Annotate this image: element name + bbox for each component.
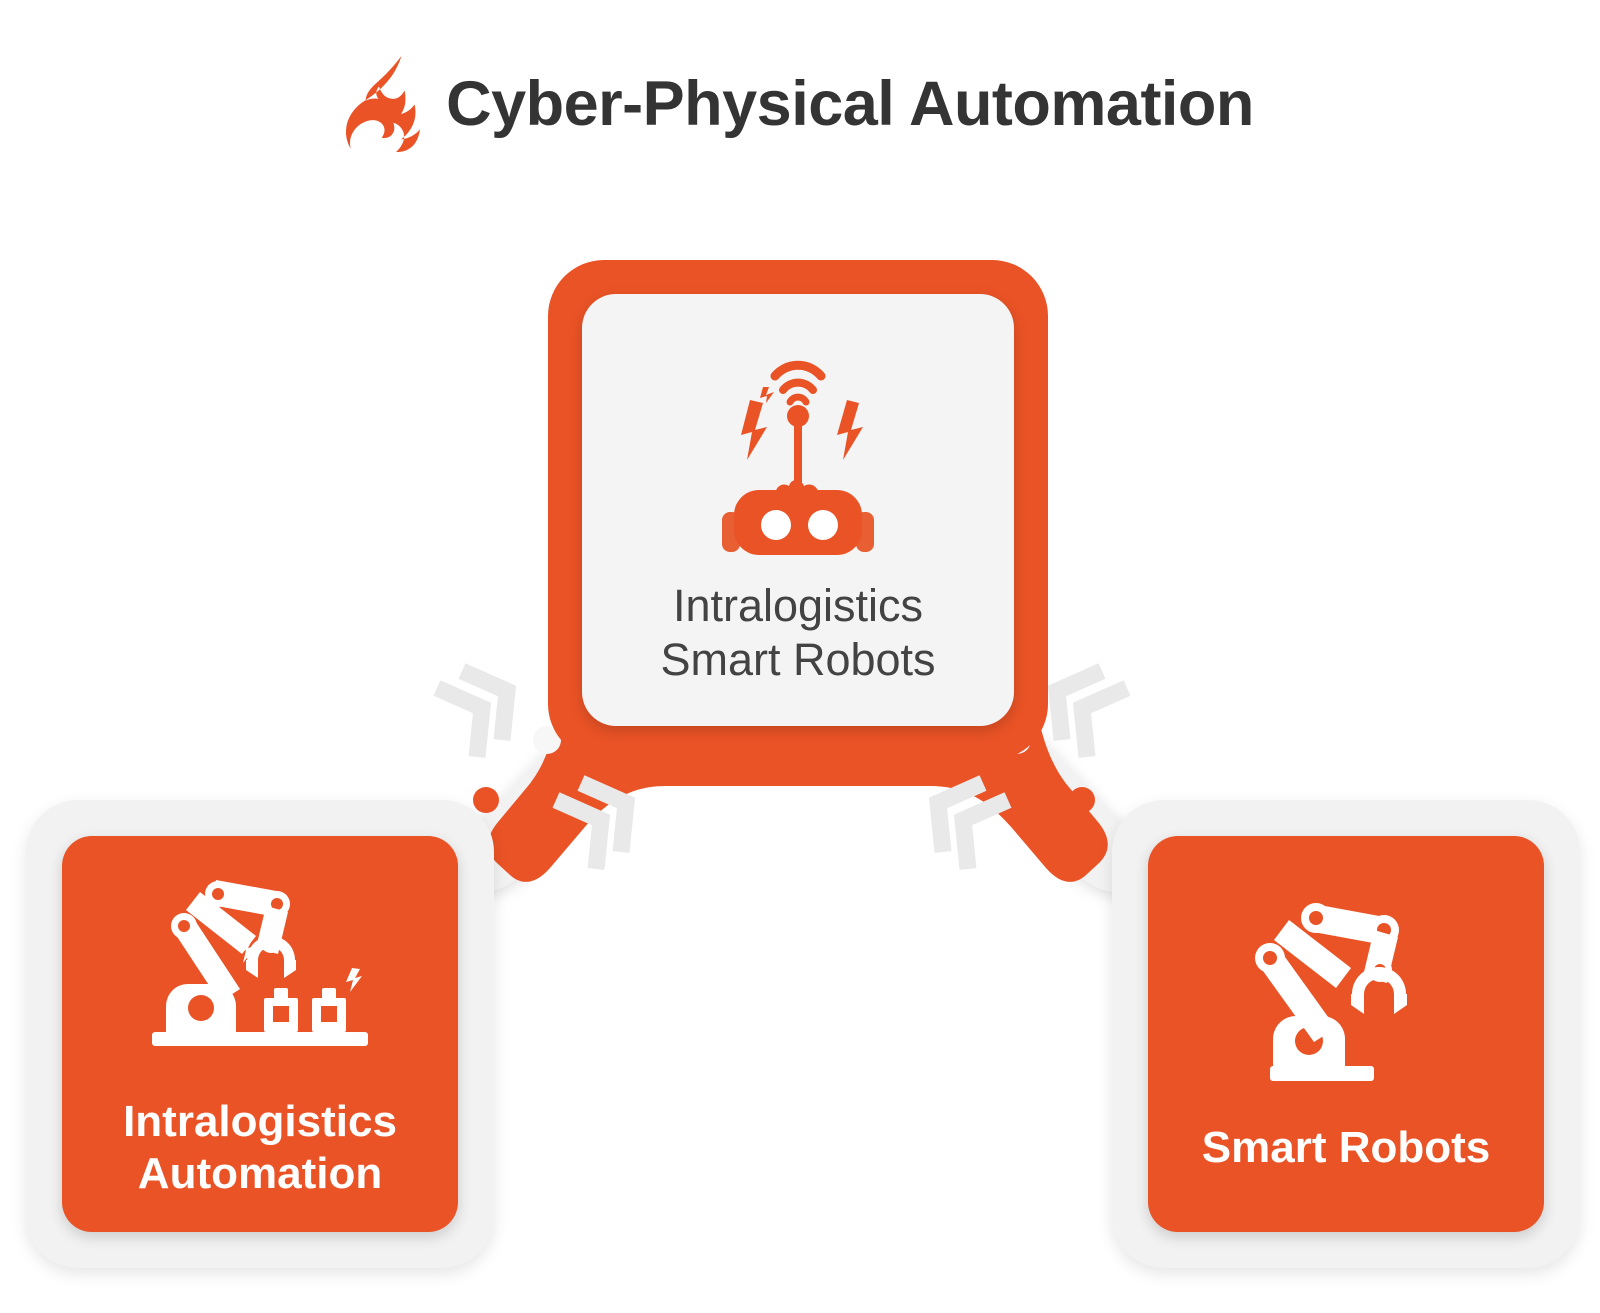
page-header: Cyber-Physical Automation — [0, 56, 1600, 152]
connector-dot-orange-left — [473, 787, 499, 813]
node-card-inner: Smart Robots — [1148, 836, 1544, 1232]
node-label: Intralogistics Smart Robots — [660, 580, 936, 685]
node-card-inner: Intralogistics Automation — [62, 836, 458, 1232]
smart-robot-head-icon — [703, 340, 893, 565]
page-title: Cyber-Physical Automation — [446, 68, 1254, 139]
connector-dot-white-left — [533, 726, 561, 754]
connector-dot-orange-right — [1069, 787, 1095, 813]
node-card-smart-robots[interactable]: Smart Robots — [1112, 800, 1580, 1268]
robot-arm-icon — [1232, 898, 1460, 1110]
node-card-intralogistics-smart-robots[interactable]: Intralogistics Smart Robots — [548, 260, 1048, 760]
chevron-lower-left-icon — [552, 775, 636, 870]
node-label: Smart Robots — [1201, 1123, 1491, 1173]
chevron-upper-right-icon — [1047, 663, 1131, 758]
node-card-intralogistics-automation[interactable]: Intralogistics Automation — [26, 800, 494, 1268]
node-card-inner: Intralogistics Smart Robots — [582, 294, 1014, 726]
robot-arm-with-boxes-icon — [146, 872, 374, 1084]
chevron-upper-left-icon — [433, 663, 517, 758]
chevron-lower-right-icon — [928, 775, 1012, 870]
flame-icon — [346, 56, 421, 152]
node-label: Intralogistics Automation — [123, 1097, 397, 1198]
